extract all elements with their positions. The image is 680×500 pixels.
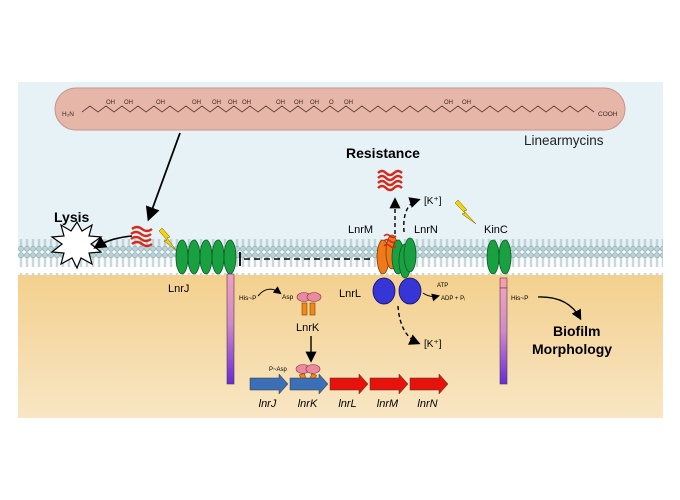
biofilm-label-line2: Morphology bbox=[532, 341, 612, 357]
lnrj-his-p: His~P bbox=[239, 295, 257, 302]
hydroxyl-label: OH bbox=[106, 100, 115, 106]
hydroxyl-label: OH bbox=[192, 100, 201, 106]
carboxyl-terminus: COOH bbox=[598, 111, 618, 118]
linearmycin-squiggle-icon bbox=[130, 225, 153, 248]
gene-label-lnrM: lnrM bbox=[377, 398, 399, 410]
gene-arrow-lnrN bbox=[409, 373, 449, 395]
lnrn-label: LnrN bbox=[414, 224, 438, 236]
lnrk-protein bbox=[296, 292, 322, 316]
lnrmn-complex bbox=[376, 234, 417, 279]
hydroxyl-label: OH bbox=[444, 100, 453, 106]
lnrk-label: LnrK bbox=[296, 322, 320, 334]
hydroxyl-label: OH bbox=[276, 100, 285, 106]
lnrj-helices bbox=[175, 239, 237, 275]
carbonyl-label: O bbox=[329, 100, 334, 106]
kinc-pas-domain bbox=[499, 277, 508, 289]
atp-label: ATP bbox=[437, 283, 448, 289]
molecule-to-membrane-arrow bbox=[145, 132, 181, 222]
bound-linearmycin-icon bbox=[383, 233, 397, 249]
hydroxyl-label: OH bbox=[228, 100, 237, 106]
lnrl-nbd-right bbox=[398, 277, 422, 305]
hydroxyl-label: OH bbox=[294, 100, 303, 106]
k-efflux-dashed-arrow bbox=[403, 197, 421, 233]
hydroxyl-label: OH bbox=[310, 100, 319, 106]
gene-label-lnrL: lnrL bbox=[338, 398, 356, 410]
biofilm-arrow bbox=[537, 296, 582, 321]
exported-linearmycin-icon bbox=[377, 169, 403, 192]
p-asp-label: P~Asp bbox=[269, 367, 288, 373]
cell-membrane bbox=[18, 239, 663, 275]
lnrm-label: LnrM bbox=[348, 224, 373, 236]
hydroxyl-label: OH bbox=[124, 100, 133, 106]
k-influx-dashed-arrow bbox=[397, 305, 421, 345]
k-ion-in: [K⁺] bbox=[424, 339, 442, 350]
hydroxyl-label: OH bbox=[156, 100, 165, 106]
molecule-name: Linearmycins bbox=[524, 133, 604, 148]
gene-arrow-lnrK bbox=[289, 373, 329, 395]
lightning-icon-lnrj bbox=[158, 227, 177, 251]
lnrl-label: LnrL bbox=[339, 288, 361, 300]
amine-terminus: H₂N bbox=[62, 111, 74, 118]
hydroxyl-label: OH bbox=[344, 100, 353, 106]
gene-label-lnrN: lnrN bbox=[417, 398, 437, 410]
lnr-operon: lnrJ lnrK lnrL lnrM lnrN bbox=[249, 373, 449, 410]
biofilm-label-line1: Biofilm bbox=[553, 323, 600, 339]
polyene-backbone bbox=[81, 105, 595, 113]
hydroxyl-label: OH bbox=[462, 100, 471, 106]
lnrj-cytoplasmic-domain bbox=[226, 273, 235, 385]
lysis-label: Lysis bbox=[54, 209, 89, 225]
phosphotransfer-arrow bbox=[257, 286, 282, 297]
gene-label-lnrJ: lnrJ bbox=[259, 398, 277, 410]
gene-arrow-lnrM bbox=[369, 373, 409, 395]
linearmycin-molecule: H₂N COOH OH OH OH OH OH OH OH OH OH OH OH OH OH O bbox=[54, 87, 626, 131]
lnrl-nbd-left bbox=[372, 277, 396, 305]
adp-label: ADP + Pᵢ bbox=[441, 296, 465, 302]
k-ion-out: [K⁺] bbox=[424, 196, 442, 207]
atp-hydrolysis-arrow bbox=[422, 292, 440, 302]
hydroxyl-label: OH bbox=[212, 100, 221, 106]
gene-arrow-lnrL bbox=[329, 373, 369, 395]
kinc-helix-left bbox=[486, 239, 500, 275]
lysis-burst-icon bbox=[50, 220, 103, 270]
kinc-cytoplasmic-domain bbox=[499, 287, 508, 385]
lightning-icon-kinc bbox=[454, 199, 477, 225]
lysis-arrow bbox=[93, 235, 133, 249]
kinc-label: KinC bbox=[484, 224, 508, 236]
kinc-helix-right bbox=[498, 239, 512, 275]
hydroxyl-label: OH bbox=[242, 100, 251, 106]
kinc-his-p: His~P bbox=[511, 295, 529, 302]
lnrj-label: LnrJ bbox=[168, 283, 189, 295]
gene-label-lnrK: lnrK bbox=[298, 398, 318, 410]
resistance-label: Resistance bbox=[346, 145, 420, 161]
asp-label: Asp bbox=[282, 294, 294, 301]
gene-arrow-lnrJ bbox=[249, 373, 289, 395]
